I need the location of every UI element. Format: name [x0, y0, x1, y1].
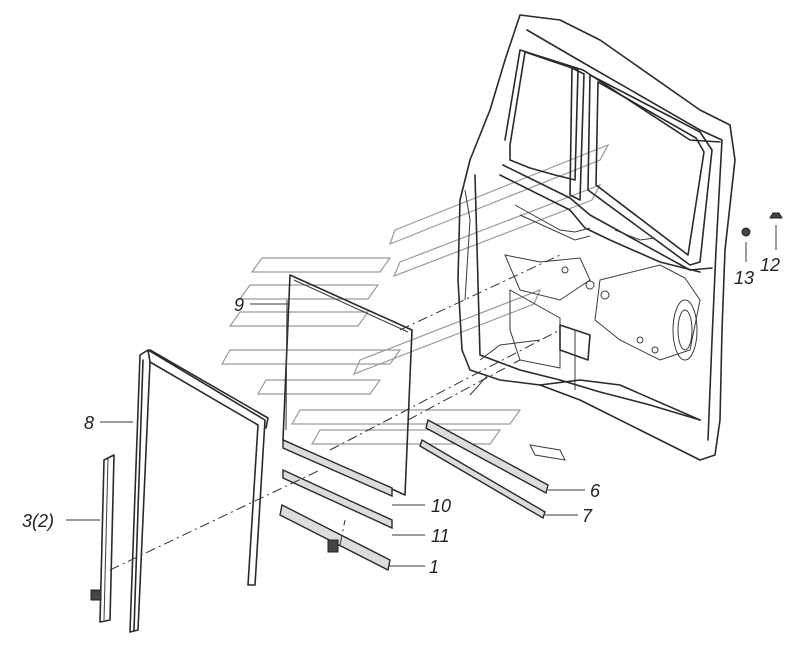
part-3-guide-rail: [90, 454, 115, 623]
part-11-seal-strip: [282, 468, 393, 530]
watermark-logo: [220, 143, 610, 445]
door-body: [457, 14, 736, 461]
callout-1: 1: [429, 557, 439, 577]
callout-11: 11: [431, 526, 450, 546]
callout-13: 13: [734, 268, 754, 288]
leader-lines: [66, 303, 585, 567]
callout-8: 8: [84, 413, 94, 433]
part-10-seal-strip: [282, 438, 393, 498]
part-1-bracket: [279, 503, 391, 572]
callout-9: 9: [234, 295, 244, 315]
callout-6: 6: [590, 481, 601, 501]
part-12-screw: [769, 212, 783, 250]
part-13-washer: [741, 227, 751, 262]
callout-10: 10: [431, 496, 451, 516]
part-7-outer-strip: [419, 438, 546, 520]
callout-labels: 9 8 3(2) 10 11 1 6 7 13 12: [22, 255, 780, 577]
assembly-lines: [109, 254, 561, 571]
part-9-glass-pane: [282, 274, 413, 496]
callout-12: 12: [760, 255, 780, 275]
callout-3: 3(2): [22, 511, 54, 531]
callout-7: 7: [582, 506, 593, 526]
part-8-window-frame: [129, 349, 269, 633]
part-6-outer-strip: [425, 418, 549, 495]
